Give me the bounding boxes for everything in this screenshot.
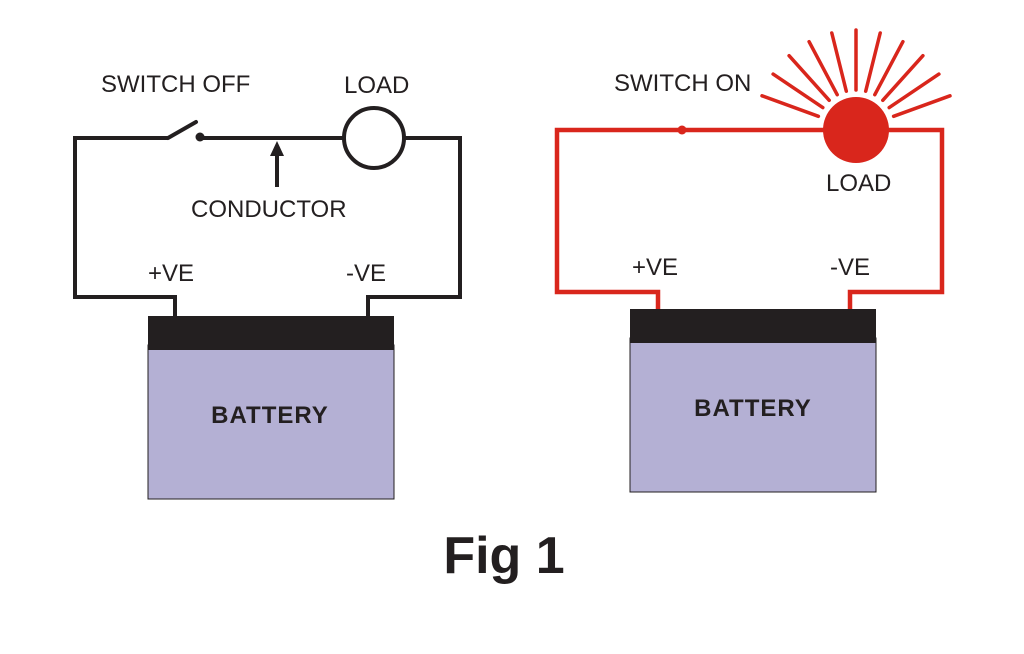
light-ray [881, 53, 925, 103]
left-switch-contact [195, 132, 205, 142]
left-load-label: LOAD [344, 72, 409, 99]
load-light-rays [760, 28, 952, 119]
left-wire-loop [73, 136, 462, 316]
right-positive-label: +VE [632, 254, 678, 281]
left-battery-top [148, 316, 394, 350]
right-load-bulb [823, 97, 889, 163]
right-circuit: SWITCH ON LOAD +VE -VE BATTERY [554, 28, 952, 493]
light-ray [807, 39, 839, 97]
conductor-arrow [270, 141, 284, 187]
left-switch-label: SWITCH OFF [101, 71, 250, 98]
left-positive-label: +VE [148, 260, 194, 287]
light-ray [830, 31, 849, 93]
figure-caption: Fig 1 [443, 527, 564, 585]
left-battery-label: BATTERY [211, 402, 329, 429]
light-ray [760, 94, 821, 119]
right-battery-top [630, 309, 876, 343]
left-negative-label: -VE [346, 260, 386, 287]
right-battery-label: BATTERY [694, 395, 812, 422]
right-wire-loop [554, 127, 945, 310]
light-ray [787, 53, 831, 103]
light-ray [873, 39, 905, 97]
light-ray [891, 94, 952, 119]
right-battery-body [629, 337, 877, 493]
right-switch-label: SWITCH ON [614, 70, 751, 97]
left-circuit: SWITCH OFF LOAD CONDUCTOR +VE -VE BATTER… [73, 71, 462, 500]
conductor-label: CONDUCTOR [191, 196, 347, 223]
left-switch-lever [166, 120, 198, 140]
light-ray [771, 72, 825, 110]
left-load-bulb [342, 106, 406, 170]
right-switch-contact [677, 125, 687, 135]
right-load-label: LOAD [826, 170, 891, 197]
light-ray [863, 31, 882, 93]
left-battery-body [147, 344, 395, 500]
light-ray [887, 72, 941, 110]
right-negative-label: -VE [830, 254, 870, 281]
